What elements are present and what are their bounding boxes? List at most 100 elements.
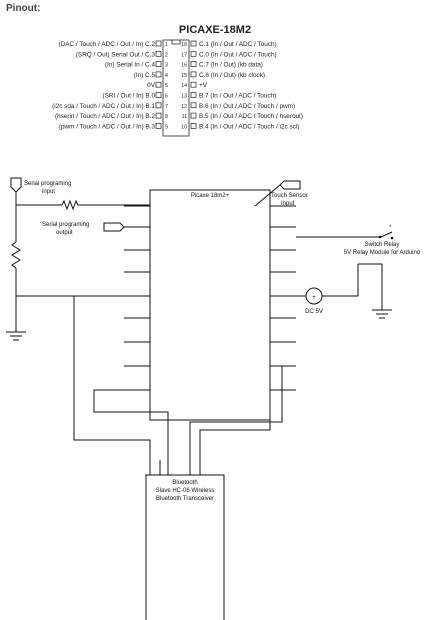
- left-pin-row: (In) Serial In / C.4 3: [105, 61, 168, 69]
- pinout-heading: Pinout:: [6, 3, 41, 14]
- left-pin-label: (SRI / Out / In) B.0: [102, 93, 155, 100]
- touch-sensor-wire: [254, 184, 281, 207]
- left-pin-number: 8: [165, 114, 168, 120]
- left-pin-label: (In) C.5: [134, 72, 156, 79]
- right-pin-number: 18: [181, 42, 187, 48]
- left-pin-label: (hserin / Touch / ADC / Out / In) B.2: [55, 113, 155, 120]
- mcu-box: [149, 189, 271, 421]
- chip-notch: [171, 40, 181, 45]
- right-pin-pad: [190, 92, 197, 98]
- serial-output-connector: [103, 222, 125, 232]
- left-pin-pad: [155, 123, 162, 129]
- left-pin-number: 9: [165, 124, 168, 130]
- right-pin-pad: [190, 50, 197, 57]
- left-pin-list: (DAC / Touch / ADC / Out / In) C.2 1 (SRQ …: [52, 40, 168, 130]
- left-pin-pad: [155, 102, 162, 109]
- left-pin-pad: [155, 81, 162, 88]
- left-pin-label: (DAC / Touch / ADC / Out / In) C.2: [59, 41, 156, 48]
- bt-wire-4: [199, 390, 271, 475]
- left-pin-pad: [155, 112, 162, 119]
- bt-wire-1: [73, 295, 151, 475]
- left-pin-label: (SRQ / Out) Serial Out / C.3: [76, 51, 156, 58]
- left-pin-pad: [155, 71, 162, 78]
- touch-sensor-label-2: Input: [281, 201, 295, 207]
- left-pin-row: (SRI / Out / In) B.0 6: [102, 92, 168, 100]
- relay-label-1: Switch Relay: [365, 242, 400, 248]
- left-pin-pad: [155, 61, 162, 67]
- right-pin-pad: [190, 123, 197, 129]
- pulldown-resistor: [11, 241, 21, 269]
- left-pin-pad: [155, 50, 162, 57]
- left-pin-number: 7: [165, 104, 168, 110]
- right-pin-row: 12 B.6 (In / Out / ADC / Touch / pwm): [181, 102, 295, 110]
- left-pin-number: 2: [165, 52, 168, 58]
- right-pin-row: 14 +V: [181, 81, 208, 89]
- left-pin-label: (In) Serial In / C.4: [105, 62, 156, 69]
- relay-mark: *: [389, 225, 392, 231]
- bt-wire-2: [93, 389, 169, 475]
- right-pin-number: 17: [181, 52, 187, 58]
- mcu-right-stubs: [270, 205, 296, 391]
- right-pin-pad: [190, 71, 197, 78]
- serial-output-label-1: Serial programing: [42, 222, 89, 228]
- schematic: Picaxe 18m2+ Serial programi: [6, 177, 421, 620]
- right-pin-label: B.5 (In / Out / ADC / Touch / hserout): [199, 113, 303, 120]
- mcu-label: Picaxe 18m2+: [191, 193, 230, 199]
- chip-name: PICAXE-18M2: [178, 24, 252, 36]
- right-pin-number: 12: [181, 104, 187, 110]
- left-pin-number: 1: [165, 42, 168, 48]
- left-pin-pad: [155, 92, 162, 98]
- left-pin-number: 5: [165, 83, 168, 89]
- dc-source-symbol: +: [312, 295, 316, 301]
- left-pin-number: 4: [165, 73, 168, 79]
- pinout-diagram: (DAC / Touch / ADC / Out / In) C.2 1 (SRQ …: [52, 39, 303, 137]
- right-pin-label: C.6 (In / Out) (kb clock): [199, 72, 265, 79]
- left-pin-number: 6: [165, 94, 168, 100]
- right-pin-pad: [190, 61, 197, 67]
- left-pin-row: (SRQ / Out) Serial Out / C.3 2: [76, 50, 168, 58]
- right-pin-number: 14: [181, 83, 187, 89]
- series-resistor: [61, 199, 79, 211]
- relay-switch: [380, 231, 393, 238]
- right-pin-number: 15: [181, 73, 187, 79]
- right-pin-pad: [190, 102, 197, 109]
- right-pin-pad: [190, 112, 197, 119]
- left-pin-row: (In) C.5 4: [134, 71, 168, 79]
- right-pin-label: B.7 (In / Out / ADC / Touch): [199, 93, 276, 100]
- left-pin-row: (DAC / Touch / ADC / Out / In) C.2 1: [59, 40, 168, 48]
- bluetooth-label-2: Slave HC-06 Wireless: [156, 488, 215, 494]
- left-pin-label: 0V: [147, 82, 156, 89]
- right-pin-pad: [190, 40, 197, 47]
- chip-body: [162, 39, 190, 137]
- touch-sensor-connector: [279, 180, 301, 190]
- ground-left: [6, 331, 26, 341]
- right-pin-pad: [190, 81, 197, 88]
- bluetooth-label-3: Bluetooth Transceiver: [156, 496, 214, 502]
- serial-input-connector: [10, 177, 22, 193]
- right-pin-label: C.1 (In / Out / ADC / Touch): [199, 41, 277, 48]
- serial-output-label-2: output: [56, 230, 73, 236]
- right-pin-row: 18 C.1 (In / Out / ADC / Touch): [181, 40, 277, 48]
- serial-input-label-2: input: [42, 189, 55, 195]
- right-pin-number: 10: [181, 124, 187, 130]
- bt-wire-3: [189, 365, 283, 475]
- right-pin-label: +V: [199, 82, 208, 89]
- right-pin-number: 16: [181, 63, 187, 69]
- bluetooth-module: [145, 474, 225, 620]
- left-pin-pad: [155, 40, 162, 47]
- right-pin-label: B.6 (In / Out / ADC / Touch / pwm): [199, 103, 295, 110]
- touch-sensor-label-1: Touch Sensor: [271, 193, 308, 199]
- left-pin-number: 3: [165, 63, 168, 69]
- ground-right: [372, 309, 392, 319]
- dc-source-label: DC 5V: [305, 309, 323, 315]
- left-pin-row: 0V 5: [147, 81, 168, 89]
